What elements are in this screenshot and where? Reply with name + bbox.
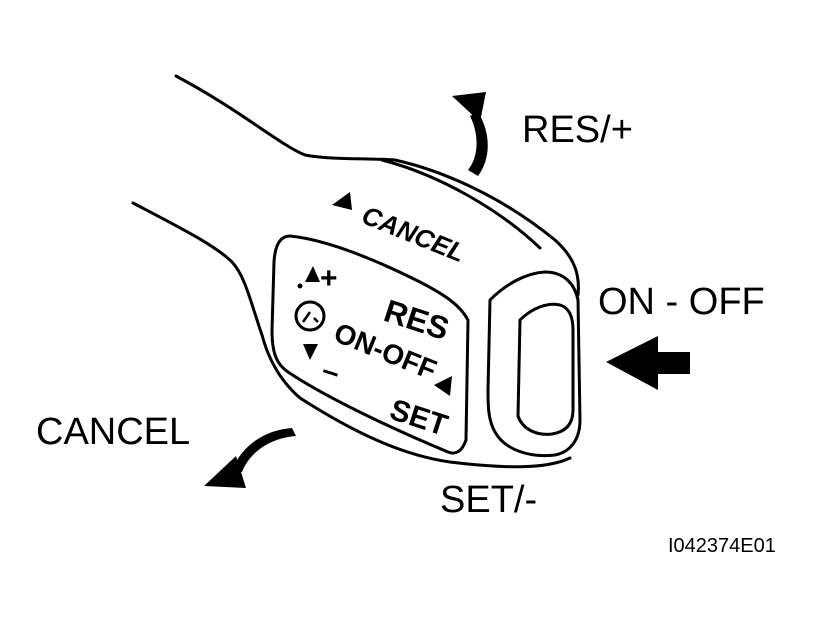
arrow-left-icon — [606, 336, 690, 390]
on-off-label: ON - OFF — [598, 281, 765, 323]
speedometer-icon — [294, 283, 326, 332]
housing-bottom-edge — [298, 396, 572, 469]
lever-minus-marking: – — [318, 353, 344, 390]
cancel-label: CANCEL — [36, 411, 190, 453]
arrow-down-left-curved-icon — [204, 428, 296, 488]
on-off-button-face — [516, 302, 575, 436]
stalk-upper-edge — [174, 74, 580, 297]
lever-cancel-marking: CANCEL — [358, 200, 470, 268]
set-minus-label: SET/- — [440, 479, 537, 521]
housing-inner-line — [380, 158, 542, 250]
figure-code: I042374E01 — [668, 535, 776, 557]
plus-triangle-icon — [305, 266, 320, 282]
lever-markings: CANCEL + – RES ON-OFF SET — [294, 192, 470, 443]
arrow-up-curved-icon — [452, 92, 488, 176]
set-triangle-icon — [434, 376, 452, 396]
lever-set-marking: SET — [386, 393, 452, 442]
lever-face-panel — [270, 234, 470, 455]
on-off-end-cap — [486, 270, 582, 458]
stalk-lower-edge — [131, 201, 302, 400]
lever-plus-marking: + — [320, 262, 338, 295]
cancel-triangle-icon — [332, 192, 352, 210]
minus-triangle-icon — [303, 344, 318, 360]
lever-body — [131, 74, 582, 469]
res-plus-label: RES/+ — [522, 109, 633, 151]
